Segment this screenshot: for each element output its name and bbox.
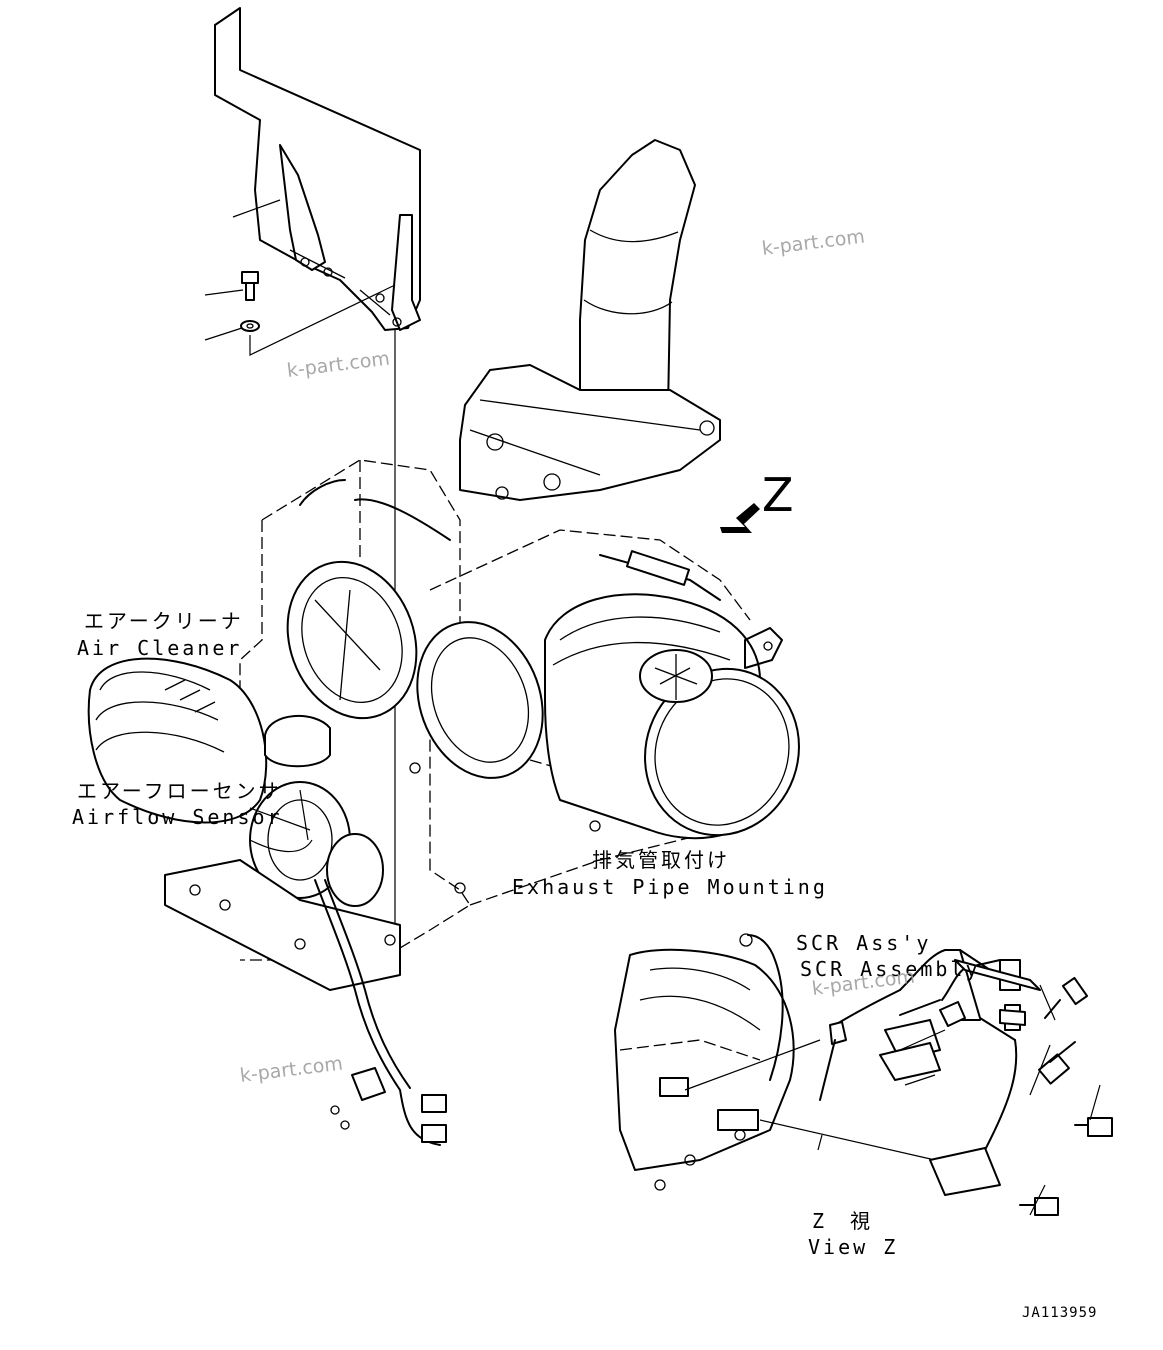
- airflow-sensor-label-jp: エアーフローセンサ: [77, 779, 282, 803]
- scr-assy-label: SCR Ass'y: [796, 931, 932, 955]
- exhaust-pipe-label-en: Exhaust Pipe Mounting: [512, 875, 828, 899]
- view-z-letter: Z: [762, 468, 794, 522]
- bolt-and-washer: [240, 271, 260, 332]
- scr-detail-view: [614, 933, 1113, 1216]
- heat-shield-cover: [214, 7, 421, 331]
- exhaust-pipe: [579, 139, 696, 411]
- engine-assembly: [87, 364, 800, 1146]
- airflow-sensor-label-en: Airflow Sensor: [72, 805, 283, 829]
- exhaust-pipe-label-jp: 排気管取付け: [592, 848, 730, 872]
- air-cleaner-label-en: Air Cleaner: [77, 636, 243, 660]
- drawing-code: JA113959: [1022, 1305, 1098, 1321]
- view-z-label-en: View Z: [808, 1235, 899, 1259]
- view-z-arrow: [720, 503, 760, 533]
- view-z-label-jp: Z 視: [812, 1209, 874, 1233]
- scr-assembly-label: SCR Assembly: [800, 957, 981, 981]
- air-cleaner-label-jp: エアークリーナ: [84, 609, 244, 633]
